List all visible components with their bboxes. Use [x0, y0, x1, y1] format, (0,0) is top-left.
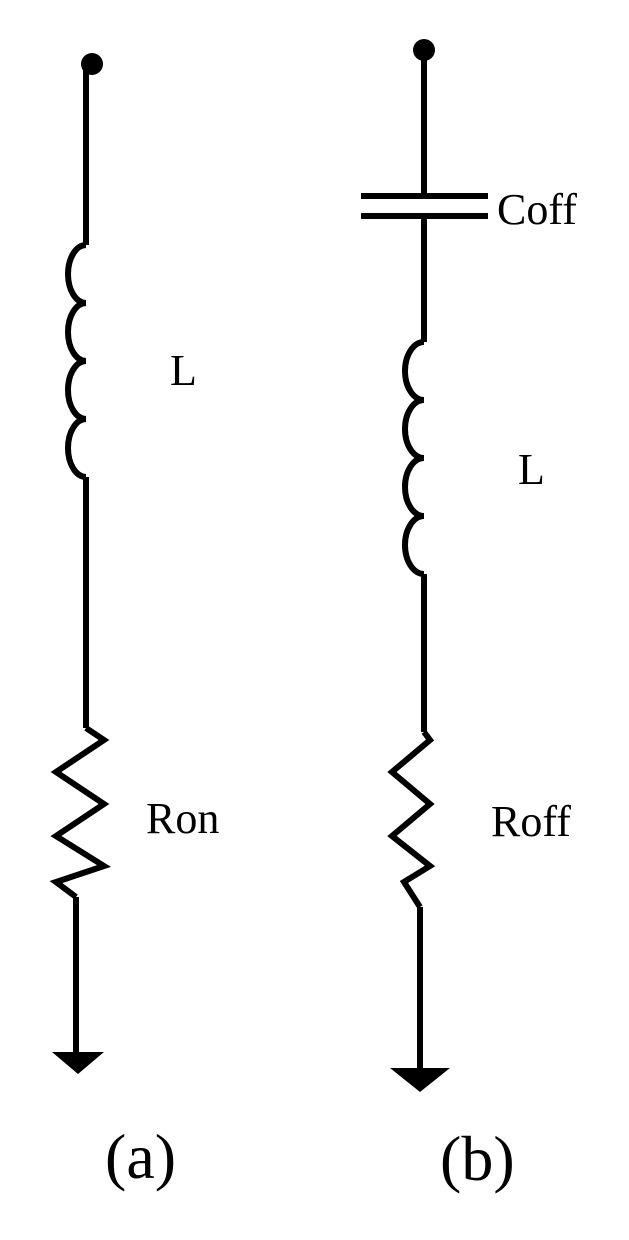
resistor-label-b: Roff [491, 797, 571, 846]
caption-b: (b) [440, 1123, 515, 1194]
capacitor-b [361, 193, 488, 219]
circuit-b: Coff L Roff (b) [361, 39, 577, 1194]
circuit-a: L Ron (a) [49, 53, 219, 1192]
ground-b [390, 1068, 450, 1092]
caption-a: (a) [105, 1121, 176, 1192]
resistor-a [49, 725, 111, 900]
inductor-a [65, 242, 87, 480]
inductor-label-a: L [170, 346, 197, 395]
capacitor-label-b: Coff [497, 185, 577, 234]
inductor-label-b: L [518, 445, 545, 494]
ground-a [52, 1052, 104, 1074]
resistor-b [387, 730, 436, 909]
inductor-b [402, 339, 425, 577]
resistor-label-a: Ron [146, 794, 219, 843]
